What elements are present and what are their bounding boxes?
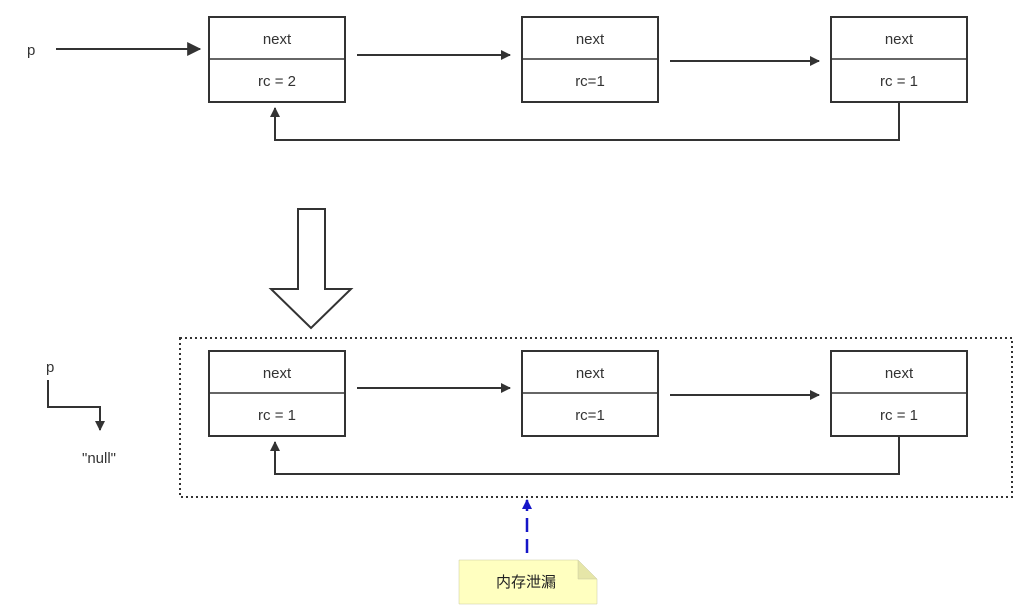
bottom-list: p "null" next rc = 1 next rc=1 next rc =…: [46, 337, 1013, 498]
top-node-1-rc: rc = 2: [258, 73, 296, 90]
top-node-2: next rc=1: [521, 16, 659, 103]
bottom-node-1-rc: rc = 1: [258, 407, 296, 424]
top-pointer-label: p: [27, 42, 35, 59]
top-node-1: next rc = 2: [208, 16, 346, 103]
bottom-node-2-next: next: [576, 365, 605, 382]
null-label: "null": [82, 450, 116, 467]
note-fold-corner: [577, 559, 598, 580]
null-pointer-arrow: [47, 380, 105, 431]
top-list: p next rc = 2 next rc=1 next rc = 1: [27, 16, 968, 141]
memory-leak-note: 内存泄漏: [458, 499, 598, 605]
note-text: 内存泄漏: [496, 573, 556, 591]
transition-down-arrow: [268, 208, 354, 330]
bottom-node-3-next: next: [885, 365, 914, 382]
bottom-pointer-label: p: [46, 359, 54, 376]
bottom-cycle-arrow: [270, 436, 900, 475]
top-node-3-next: next: [885, 31, 914, 48]
bottom-node-3-rc: rc = 1: [880, 407, 918, 424]
top-node-1-next: next: [263, 31, 292, 48]
bottom-node-1: next rc = 1: [208, 350, 346, 437]
note-box: [458, 559, 598, 605]
leaked-cycle-boundary: [179, 337, 1013, 498]
top-node-3-rc: rc = 1: [880, 73, 918, 90]
top-cycle-arrow: [270, 102, 900, 141]
bottom-node-2-rc: rc=1: [575, 407, 605, 424]
top-node-2-rc: rc=1: [575, 73, 605, 90]
top-node-3: next rc = 1: [830, 16, 968, 103]
top-node-2-next: next: [576, 31, 605, 48]
bottom-node-3: next rc = 1: [830, 350, 968, 437]
bottom-node-2: next rc=1: [521, 350, 659, 437]
bottom-node-1-next: next: [263, 365, 292, 382]
